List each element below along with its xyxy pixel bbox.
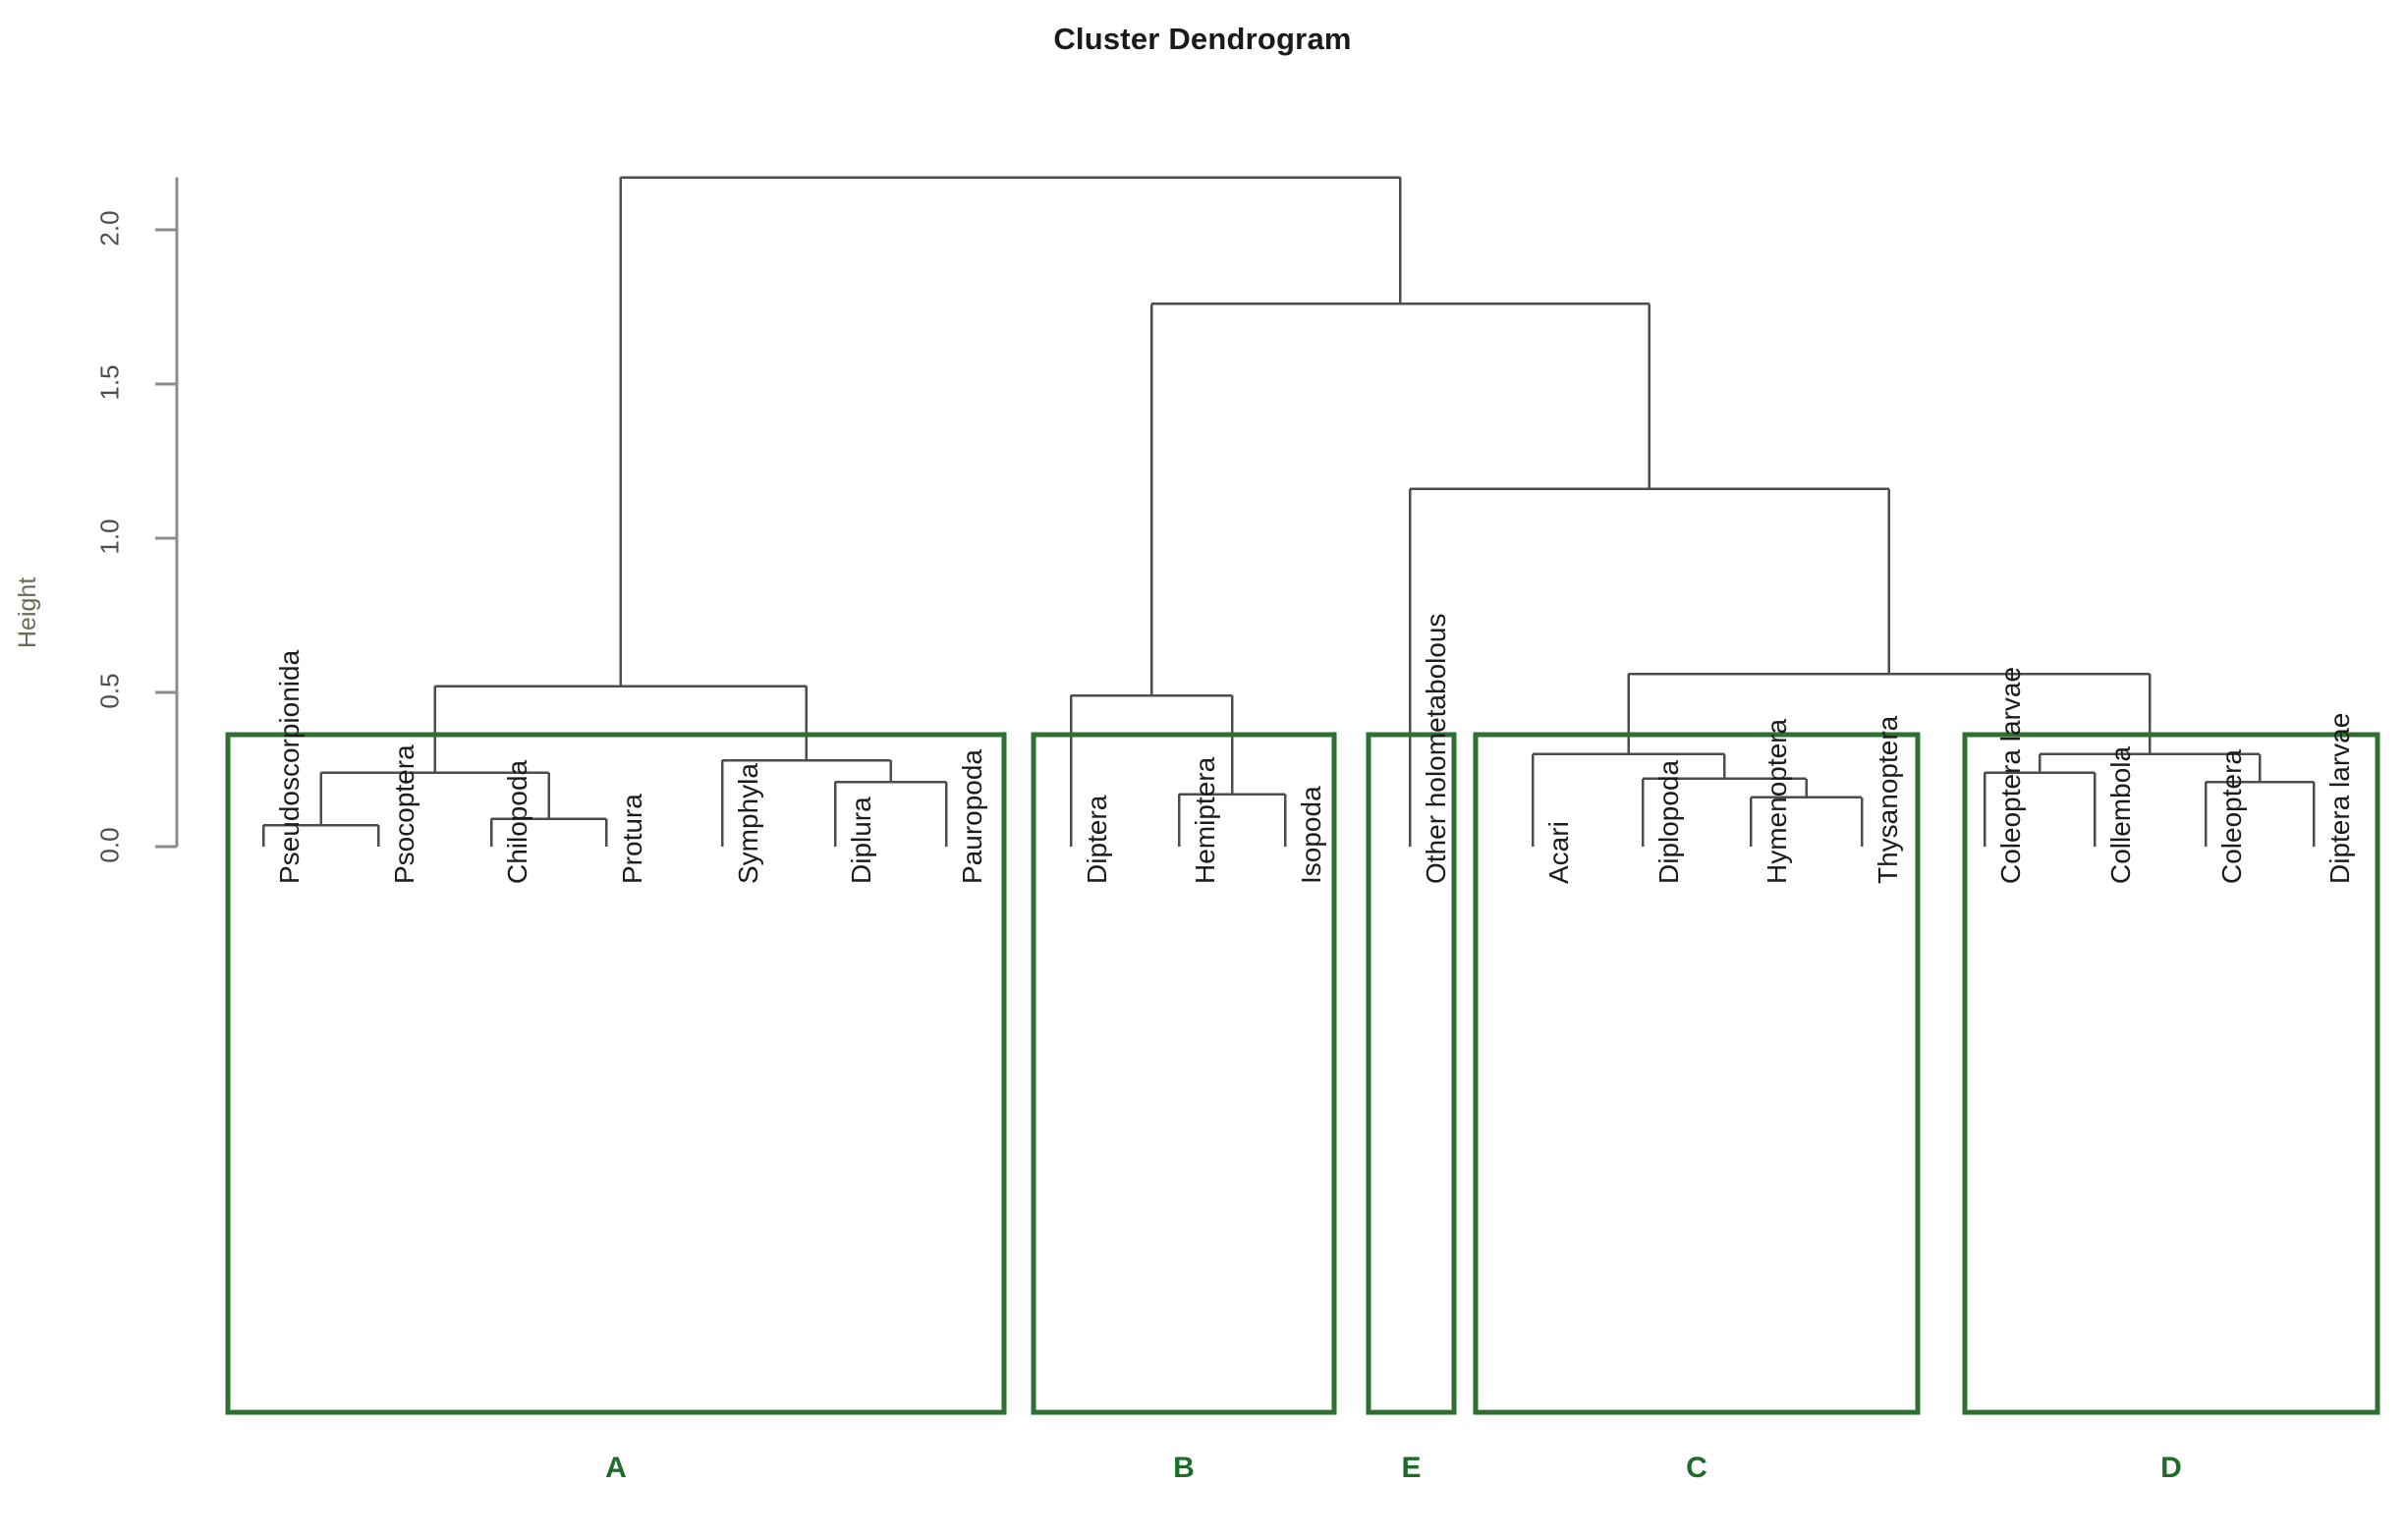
- leaf-label: Psocoptera: [389, 744, 419, 884]
- cluster-box-b: [1031, 732, 1337, 1415]
- leaf-label: Acari: [1543, 821, 1574, 884]
- leaf-label: Coleoptera larvae: [1995, 666, 2026, 884]
- y-tick-label: 0.0: [94, 827, 125, 863]
- leaf-label: Symphyla: [733, 763, 763, 884]
- leaf-label: Hemiptera: [1190, 756, 1220, 884]
- y-axis: [155, 177, 179, 849]
- leaf-label: Hymenoptera: [1762, 718, 1792, 884]
- leaf-label: Diptera larvae: [2324, 712, 2355, 884]
- cluster-box-e: [1366, 732, 1457, 1415]
- cluster-boxes: [225, 732, 2380, 1415]
- group-label-c: C: [1686, 1452, 1707, 1484]
- leaf-label: Isopoda: [1296, 786, 1326, 884]
- leaf-label: Pseudoscorpionida: [274, 649, 305, 884]
- y-tick-label: 2.0: [94, 210, 125, 247]
- group-label-a: A: [605, 1452, 627, 1484]
- group-label-e: E: [1401, 1452, 1422, 1484]
- cluster-box-d: [1962, 732, 2380, 1415]
- dendrogram-branches: [261, 176, 2316, 847]
- leaf-label: Pauropoda: [957, 748, 987, 884]
- cluster-box-a: [225, 732, 1007, 1415]
- y-tick-label: 1.5: [94, 364, 125, 401]
- leaf-label: Diplura: [846, 797, 876, 884]
- y-tick-label: 1.0: [94, 519, 125, 555]
- group-label-d: D: [2160, 1452, 2182, 1484]
- leaf-label: Diptera: [1082, 795, 1112, 884]
- cluster-box-c: [1473, 732, 1921, 1415]
- leaf-label: Thysanoptera: [1873, 715, 1903, 884]
- leaf-label: Coleoptera: [2216, 749, 2247, 884]
- leaf-label: Protura: [617, 794, 647, 884]
- leaf-label: Other holometabolous: [1421, 613, 1451, 884]
- leaf-label: Collembola: [2105, 745, 2136, 884]
- page-title: Cluster Dendrogram: [1053, 22, 1352, 56]
- y-tick-label: 0.5: [94, 673, 125, 709]
- leaf-label: Chilopoda: [502, 759, 532, 884]
- group-label-b: B: [1173, 1452, 1195, 1484]
- leaf-label: Diplopoda: [1653, 759, 1684, 884]
